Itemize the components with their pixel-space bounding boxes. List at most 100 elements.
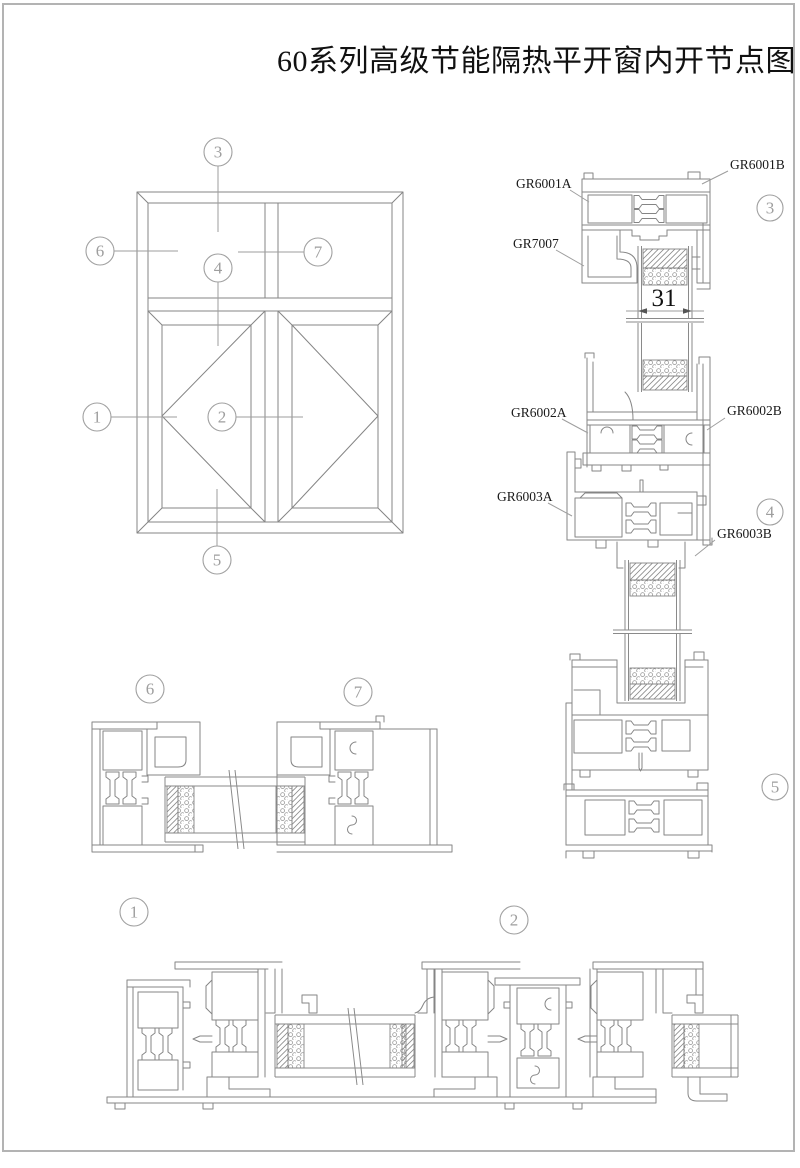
stile-walls xyxy=(589,968,598,1078)
frame-jamb-profile xyxy=(126,979,191,1098)
marker-circle xyxy=(203,253,233,283)
mullion-chambers xyxy=(516,987,560,1089)
marker-number: 5 xyxy=(771,778,780,797)
thermal-break-strut xyxy=(354,771,369,805)
stile-foot xyxy=(206,1076,271,1098)
frame-top-tabs xyxy=(583,171,701,180)
chamber-detail-arcs xyxy=(600,426,693,446)
dimension-value: 31 xyxy=(652,285,677,312)
elevation-left-sash xyxy=(147,310,266,523)
marker-number: 1 xyxy=(93,408,102,427)
jamb-flange-bottom xyxy=(91,844,204,853)
section-1-2-detail: 1 2 xyxy=(106,897,739,1110)
setting-block-hatch xyxy=(291,785,305,834)
marker-1-elevation: 1 xyxy=(82,402,112,432)
gasket-curve xyxy=(624,391,634,421)
stile-flange-top xyxy=(592,961,704,970)
stile-chambers xyxy=(441,971,495,1078)
thermal-break-strut xyxy=(625,519,657,534)
dimension-arrow-right xyxy=(683,308,692,314)
stile-foot xyxy=(592,1076,657,1098)
setting-block-hatch xyxy=(629,562,676,581)
glass-band-panes xyxy=(164,776,306,843)
marker-2-elevation: 2 xyxy=(207,402,237,432)
marker-6-elevation: 6 xyxy=(85,236,115,266)
thermal-break-strut xyxy=(462,1019,477,1053)
chamber-detail-arcs xyxy=(530,997,552,1085)
transom-tabs xyxy=(584,352,711,365)
marker-circle xyxy=(343,677,373,707)
setting-block-hatch xyxy=(642,375,688,391)
center-drop xyxy=(631,229,668,241)
jamb-chambers xyxy=(102,730,143,846)
frame-webs xyxy=(581,191,711,231)
thermal-break-strut xyxy=(633,195,665,209)
sash-bottom-feet xyxy=(579,769,699,778)
glass-break-slashes xyxy=(228,769,245,850)
thermal-break-strut xyxy=(105,771,120,805)
sealant-dots xyxy=(683,1023,700,1069)
sash-bottom-chambers xyxy=(573,719,691,754)
marker-circle xyxy=(119,897,149,927)
thermal-break-strut xyxy=(625,502,657,517)
sash-glass-panes xyxy=(624,560,681,701)
section-5-sill-detail xyxy=(563,651,713,859)
glass-break-lines xyxy=(626,318,704,323)
stile-flange-top xyxy=(421,961,521,970)
elevation-marker-leaders xyxy=(111,166,304,546)
part-label-gr6001b: GR6001B xyxy=(730,157,785,172)
sill-top xyxy=(563,782,709,797)
part-label-gr6003a: GR6003A xyxy=(497,489,553,504)
part-label-gr6002b: GR6002B xyxy=(727,403,782,418)
jamb-flange-top xyxy=(276,715,438,730)
glass-break-lines xyxy=(613,629,692,634)
sash-bottom-top xyxy=(569,651,709,668)
setting-block-hatch xyxy=(629,683,676,700)
marker-number: 5 xyxy=(213,551,222,570)
window-elevation: 3 6 7 4 1 2 5 xyxy=(82,137,404,575)
stile-flange-top xyxy=(174,961,283,970)
thermal-break-strut xyxy=(625,737,657,752)
sill-upstand xyxy=(565,702,573,846)
sash-top-chambers xyxy=(574,492,693,538)
sash-bottom-pocket xyxy=(616,659,686,704)
thermal-break-strut xyxy=(628,800,660,815)
jamb-chambers xyxy=(137,991,179,1091)
outdoor-baseline xyxy=(106,1096,657,1110)
marker-number: 4 xyxy=(214,259,223,278)
sealant-dots xyxy=(642,267,688,286)
marker-number: 3 xyxy=(766,199,775,218)
dimension-arrow-left xyxy=(638,308,647,314)
part-label-gr6003b: GR6003B xyxy=(717,526,772,541)
sash-top-outer-wall xyxy=(566,451,582,541)
thermal-break-strut xyxy=(445,1019,460,1053)
marker-7-section: 7 xyxy=(343,677,373,707)
setting-block-hatch xyxy=(401,1023,415,1069)
sill-chambers xyxy=(584,799,703,836)
sealant-dots xyxy=(629,667,676,685)
stile-walls xyxy=(257,968,266,1078)
marker-circle xyxy=(82,402,112,432)
frame-outer-leg xyxy=(691,222,711,290)
mullion-walls xyxy=(503,984,573,1098)
thermal-break-strut xyxy=(600,1019,615,1053)
sealant-dots xyxy=(275,785,293,834)
vertical-section-stack: 31 xyxy=(497,157,789,859)
marker-2-section: 2 xyxy=(499,905,529,935)
drain-blade xyxy=(638,752,643,772)
marker-number: 2 xyxy=(510,911,519,930)
transom-webs xyxy=(586,411,711,426)
thermal-break-strut xyxy=(625,720,657,735)
marker-3-section: 3 xyxy=(756,194,784,222)
marker-number: 6 xyxy=(96,242,105,261)
marker-number: 3 xyxy=(214,143,223,162)
marker-circle xyxy=(756,498,784,526)
section-3-head-detail xyxy=(581,171,711,290)
jamb-notches xyxy=(328,775,336,805)
stile-glazing-bead xyxy=(655,968,704,1014)
sash-top-bottom xyxy=(566,491,713,549)
thermal-break-strut xyxy=(337,771,352,805)
marker-4-elevation: 4 xyxy=(203,253,233,283)
glass-support-hook xyxy=(687,1076,728,1102)
